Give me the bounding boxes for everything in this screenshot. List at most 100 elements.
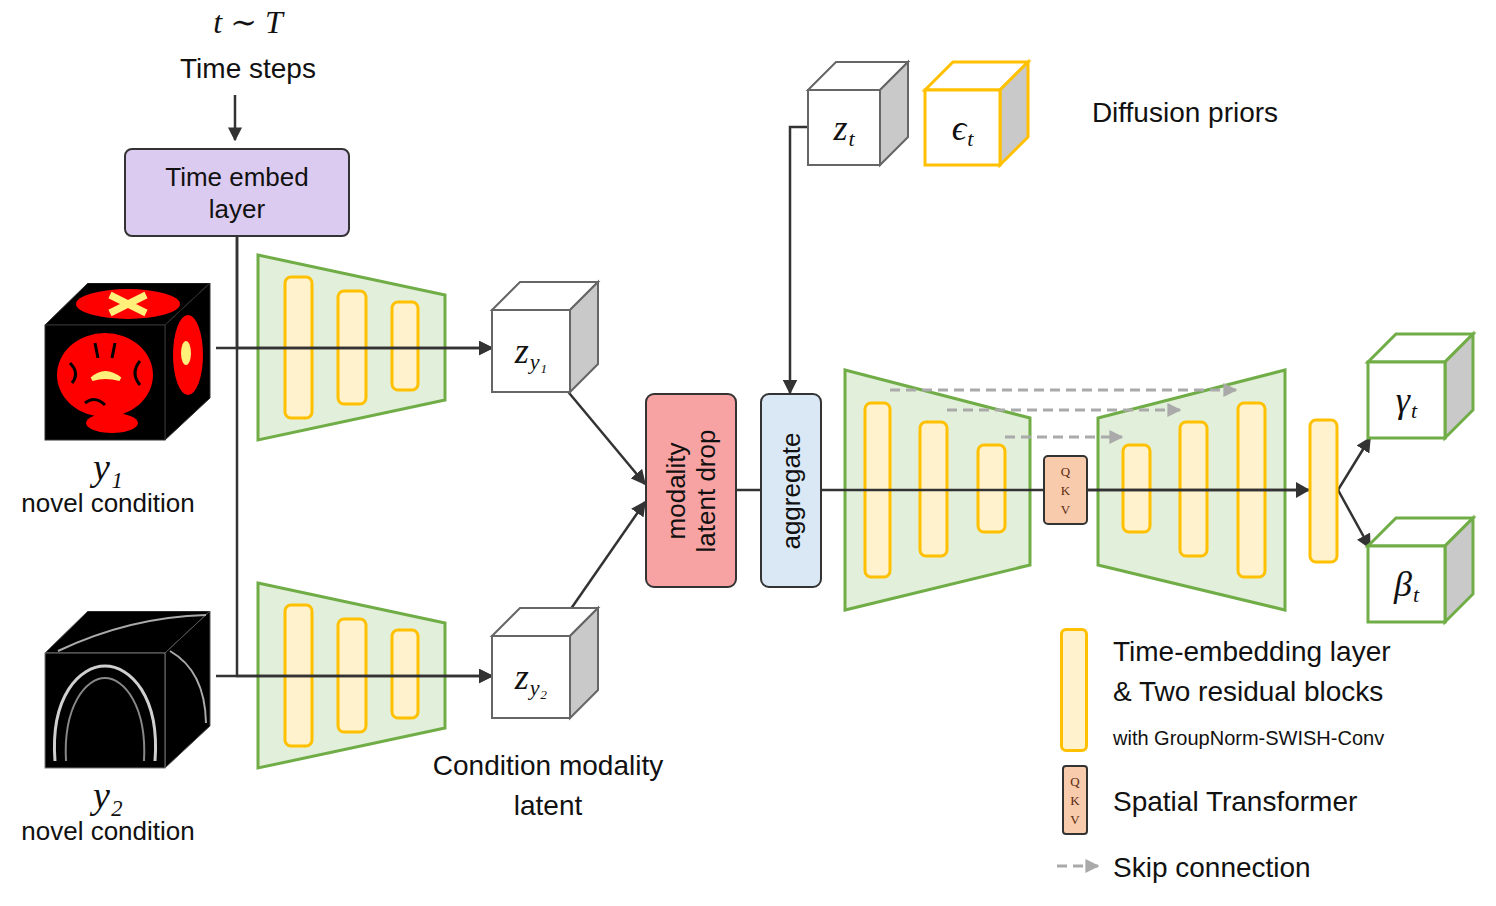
output-block [1310,420,1337,562]
cube-front [492,310,570,392]
cube-top [492,282,598,310]
box-label: Time embed layer [142,161,332,225]
connector [216,675,492,678]
cube-shape [925,62,1028,165]
legend-text: Skip connection [1113,848,1473,888]
graphic-part [45,325,165,440]
graphic-part [45,283,210,325]
node-cube: zy₁ [492,282,598,392]
legend-text: Spatial Transformer [1113,782,1473,822]
cube-shape [1368,334,1473,438]
cube-shape [492,282,598,392]
node-img: y₁novel condition [0,283,216,523]
math-symbol: z [833,108,847,148]
text-label: Diffusion priors [1045,95,1325,130]
node-cube: zy₂ [492,608,598,718]
node-cube: ϵt [925,62,1028,165]
math-symbol: z [515,657,529,697]
text-label: t ∼ T [148,2,348,42]
cube-shape [1368,518,1473,622]
connector [790,127,808,393]
cube-front [925,90,1000,165]
node-rot: aggregate [760,393,822,588]
text-label: Q K V [1068,772,1082,829]
cube-label: zy₁ [492,310,570,392]
math-subscript: y₂ [530,676,547,700]
time-arrow [234,95,237,140]
graphic-part [170,651,206,723]
node-qkv: Q K V [1043,455,1088,525]
connector [1088,490,1370,548]
cube-label: zt [808,90,880,165]
node-img: y₂novel condition [0,611,216,851]
cube-shape [492,608,598,718]
graphic-part [58,615,206,651]
connector [216,347,492,350]
cube-front [1368,362,1445,438]
cube-top [1368,518,1473,546]
node-box: Time embed layer [124,148,350,237]
cube-top [925,62,1028,90]
cube-front [492,636,570,718]
cube-front [1368,546,1445,622]
connector [568,392,645,484]
connector [572,502,646,608]
cube-label: ϵt [925,90,1000,165]
condition-caption: novel condition [0,488,216,518]
cube-side [1445,518,1473,622]
node-cube: zt [808,62,908,165]
math-subscript: y₁ [530,350,547,374]
graphic-part [173,315,203,395]
residual-block [392,630,418,718]
graphic-part [165,611,210,768]
rotated-label: modality latent drop [661,416,721,566]
math-subscript: t [1411,399,1417,423]
condition-symbol: y₁ [0,446,216,488]
condition-symbol: y₂ [0,774,216,816]
cube-label: zy₂ [492,636,570,718]
graphic-part [70,343,140,405]
cube-top [808,62,908,90]
residual-block [978,445,1005,532]
connector [822,489,1043,492]
skip-arrow [1005,436,1122,439]
skip-arrow [890,389,1236,392]
graphic-part [76,289,180,319]
math-subscript: t [1413,583,1419,607]
volume-image [0,611,216,771]
cube-label: βt [1368,546,1445,622]
residual-block [392,302,418,390]
transformer-label: Q K V [1059,462,1073,519]
rotated-label: aggregate [776,401,806,581]
cube-side [1000,62,1028,165]
graphic-part [66,678,145,761]
node-rot: modality latent drop [645,393,737,588]
math-symbol: β [1394,564,1412,604]
math-subscript: t [967,127,973,151]
graphic-part [165,283,210,440]
legend-swatch [1060,628,1088,752]
node-cube: γt [1368,334,1473,438]
connector [237,237,492,348]
graphic-part [110,295,146,313]
cube-side [570,282,598,392]
math-symbol: z [515,331,529,371]
node-cube: βt [1368,518,1473,622]
cube-side [880,62,908,165]
text-label: Time steps [128,51,368,86]
condition-caption: novel condition [0,816,216,846]
cube-shape [808,62,908,165]
cube-front [808,90,880,165]
cube-top [1368,334,1473,362]
legend-skip-sample [1057,865,1098,868]
graphic-part [92,373,120,379]
cube-top [492,608,598,636]
graphic-part [45,653,165,768]
connector [737,489,760,492]
graphic-part [86,413,138,433]
